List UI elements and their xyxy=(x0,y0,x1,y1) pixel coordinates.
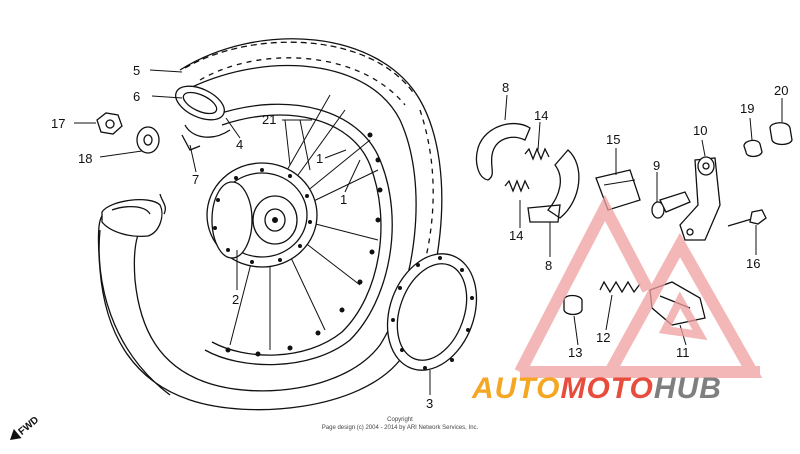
brake-arm-drawing xyxy=(679,156,721,241)
brake-arm-bolt-drawing xyxy=(727,209,767,227)
part-label-19: 19 xyxy=(740,101,754,116)
watermark-logo: AUTOMOTOHUB xyxy=(471,372,722,405)
part-label-1b: 1 xyxy=(340,192,347,207)
part-label-7: 7 xyxy=(192,172,199,187)
brake-shoes-drawing xyxy=(475,122,580,223)
tire-drawing xyxy=(97,38,443,411)
tube-drawing xyxy=(175,85,231,151)
watermark-hub: HUB xyxy=(654,372,722,405)
part-label-21: 21 xyxy=(262,112,276,127)
watermark-moto: MOTO xyxy=(560,372,653,405)
part-label-18: 18 xyxy=(78,151,92,166)
axle-nut-drawing xyxy=(96,112,160,154)
fwd-arrow-icon xyxy=(10,428,22,440)
part-label-11: 11 xyxy=(676,345,690,360)
svg-text:AUTOMOTOHUB: AUTOMOTOHUB xyxy=(471,372,722,405)
part-label-15: 15 xyxy=(606,132,620,147)
part-label-16: 16 xyxy=(746,256,760,271)
fwd-indicator: FWD xyxy=(10,415,42,440)
fwd-label: FWD xyxy=(17,415,42,438)
part-label-12: 12 xyxy=(596,330,610,345)
watermark-auto: AUTO xyxy=(471,372,560,405)
part-label-14a: 14 xyxy=(534,108,548,123)
part-label-13: 13 xyxy=(568,345,582,360)
part-label-8a: 8 xyxy=(502,80,509,95)
hub-drawing xyxy=(206,162,318,268)
part-label-8b: 8 xyxy=(545,258,552,273)
part-label-3: 3 xyxy=(426,396,433,411)
collar-drawing xyxy=(563,294,583,316)
part-label-14b: 14 xyxy=(509,228,523,243)
leader-lines xyxy=(74,69,783,395)
spring-drawing xyxy=(599,280,641,294)
part-label-10: 10 xyxy=(693,123,707,138)
part-label-1a: 1 xyxy=(316,151,323,166)
part-label-17: 17 xyxy=(51,116,65,131)
cap-drawing xyxy=(743,122,793,158)
part-number-labels: 5 6 17 18 4 7 21 1 1 2 3 8 14 14 8 15 9 … xyxy=(51,63,788,411)
watermark-triangles xyxy=(514,195,763,378)
copyright-title: Copyright xyxy=(387,417,413,423)
part-label-5: 5 xyxy=(133,63,140,78)
brake-panel-drawing xyxy=(386,253,478,371)
part-label-4: 4 xyxy=(236,137,243,152)
part-label-9: 9 xyxy=(653,158,660,173)
part-label-2: 2 xyxy=(232,292,239,307)
copyright-text: Page design (c) 2004 - 2014 by ARI Netwo… xyxy=(322,425,479,431)
part-label-20: 20 xyxy=(774,83,788,98)
part-label-6: 6 xyxy=(133,89,140,104)
